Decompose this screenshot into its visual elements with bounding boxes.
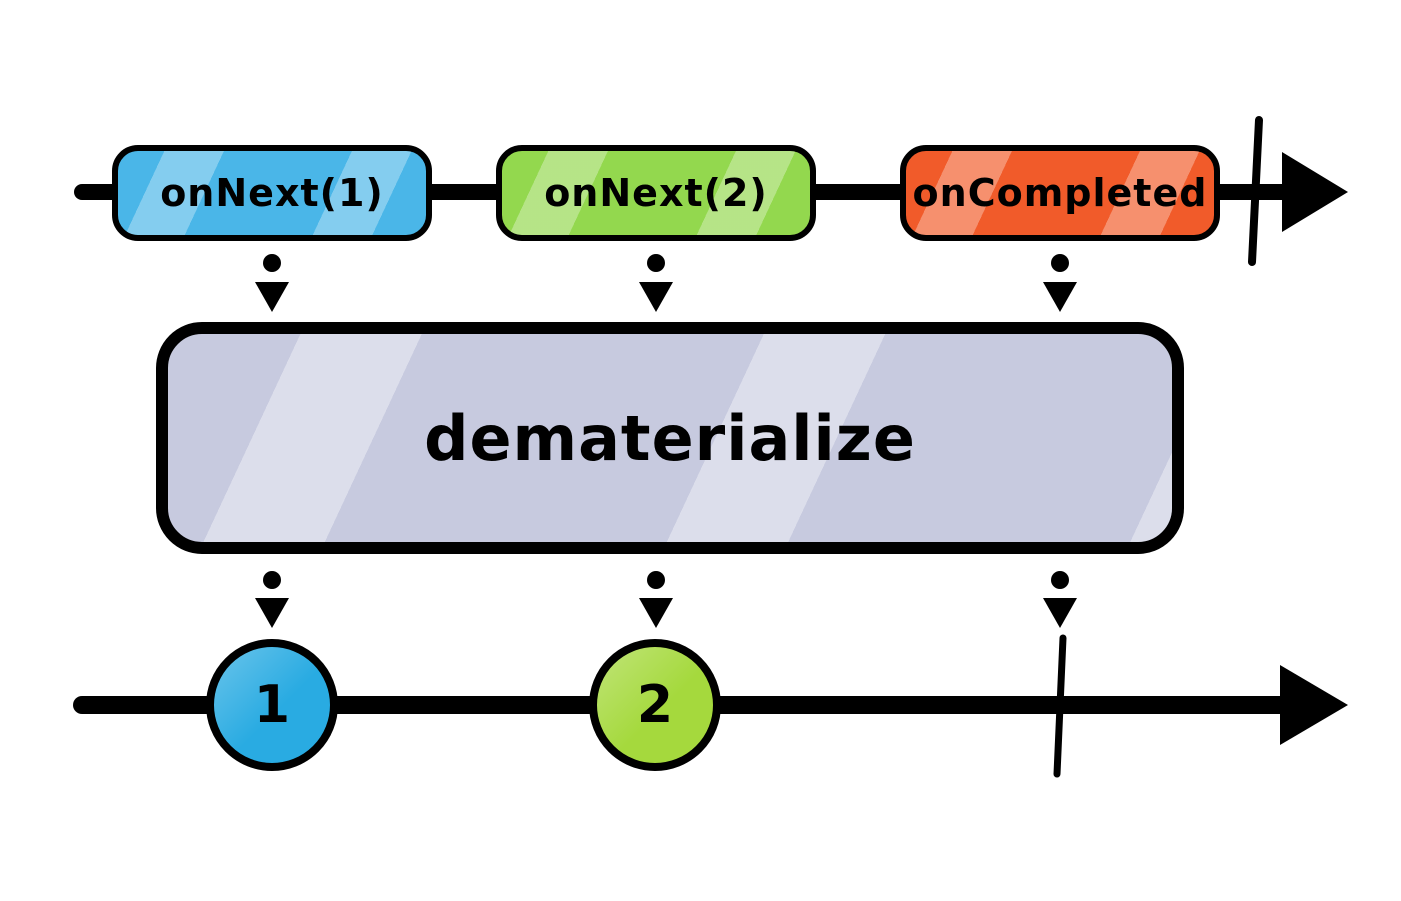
down-arrow-icon-input-3 xyxy=(1043,254,1077,312)
output-marble-1: 1 xyxy=(206,639,338,771)
arrowhead-down-icon xyxy=(1043,598,1077,628)
output-marble-2: 2 xyxy=(589,639,721,771)
down-arrow-icon-output-1 xyxy=(255,571,289,628)
marble-label: 1 xyxy=(253,675,291,735)
operator-label: dematerialize xyxy=(424,401,916,475)
down-arrow-icon-output-3 xyxy=(1043,571,1077,628)
input-timeline-arrowhead-icon xyxy=(1282,152,1348,232)
arrowhead-down-icon xyxy=(639,282,673,312)
event-pill-onnext-2: onNext(2) xyxy=(496,145,816,241)
arrowhead-down-icon xyxy=(639,598,673,628)
arrow-dot xyxy=(1051,571,1069,589)
event-pill-label: onNext(1) xyxy=(160,171,384,215)
down-arrow-icon-output-2 xyxy=(639,571,673,628)
arrow-dot xyxy=(1051,254,1069,272)
marble-label: 2 xyxy=(636,675,674,735)
down-arrow-icon-input-2 xyxy=(639,254,673,312)
output-timeline-arrowhead-icon xyxy=(1280,665,1348,745)
arrow-dot xyxy=(647,571,665,589)
arrow-dot xyxy=(263,571,281,589)
down-arrow-icon-input-1 xyxy=(255,254,289,312)
arrowhead-down-icon xyxy=(1043,282,1077,312)
arrow-dot xyxy=(263,254,281,272)
arrowhead-down-icon xyxy=(255,598,289,628)
event-pill-onnext-1: onNext(1) xyxy=(112,145,432,241)
output-complete-tick xyxy=(1053,634,1067,778)
arrowhead-down-icon xyxy=(255,282,289,312)
arrow-dot xyxy=(647,254,665,272)
event-pill-label: onNext(2) xyxy=(544,171,768,215)
input-complete-tick xyxy=(1248,116,1263,266)
event-pill-oncompleted: onCompleted xyxy=(900,145,1220,241)
event-pill-label: onCompleted xyxy=(912,171,1208,215)
operator-box: dematerialize xyxy=(156,322,1184,554)
